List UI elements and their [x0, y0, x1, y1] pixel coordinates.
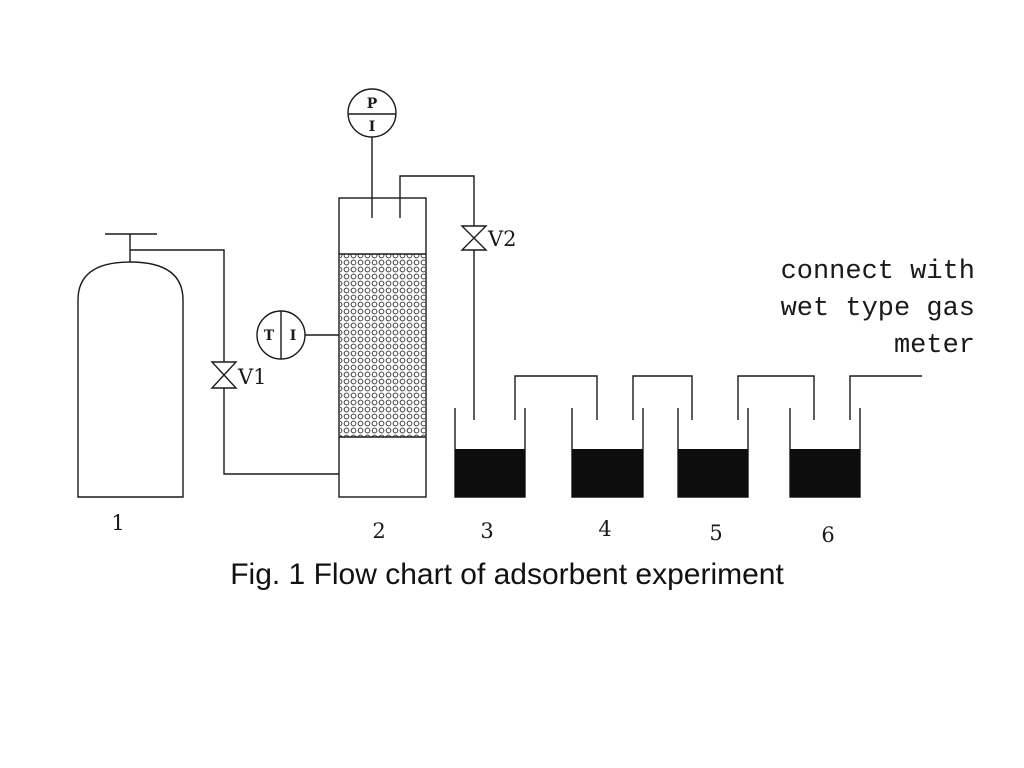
valve-v2-label: V2 [487, 227, 517, 251]
temperature-gauge-t: T [264, 328, 275, 344]
valve-v1-label: V1 [237, 365, 267, 389]
pressure-gauge-p: P [367, 96, 378, 112]
absorption-bottle-5 [677, 408, 749, 498]
valve-v1[interactable]: V1 [210, 361, 267, 389]
gas-meter-note: connect with wet type gas meter [781, 257, 975, 361]
temperature-gauge-i: I [290, 328, 297, 344]
absorption-bottle-3 [454, 408, 526, 498]
note-line-3: meter [894, 331, 975, 361]
pressure-gauge: P I [347, 88, 397, 198]
absorption-bottle-6 [789, 408, 861, 498]
valve-v2[interactable]: V2 [460, 225, 517, 251]
note-line-2: wet type gas [781, 294, 975, 324]
adsorption-column [338, 197, 427, 498]
figure-caption: Fig. 1 Flow chart of adsorbent experimen… [230, 558, 784, 591]
bottle-connector-tubes [514, 375, 922, 420]
label-1: 1 [111, 511, 124, 535]
label-4: 4 [598, 517, 611, 541]
outlet-pipe [399, 175, 475, 420]
label-3: 3 [480, 519, 493, 543]
note-line-1: connect with [781, 257, 975, 287]
label-6: 6 [821, 523, 834, 547]
gas-cylinder [77, 233, 184, 498]
adsorbent-bed [340, 254, 425, 437]
temperature-gauge: T I [256, 310, 339, 360]
feed-pipe [130, 249, 339, 475]
label-5: 5 [709, 521, 722, 545]
pressure-gauge-i: I [369, 119, 376, 135]
label-2: 2 [372, 519, 385, 543]
absorption-bottle-4 [571, 408, 644, 498]
